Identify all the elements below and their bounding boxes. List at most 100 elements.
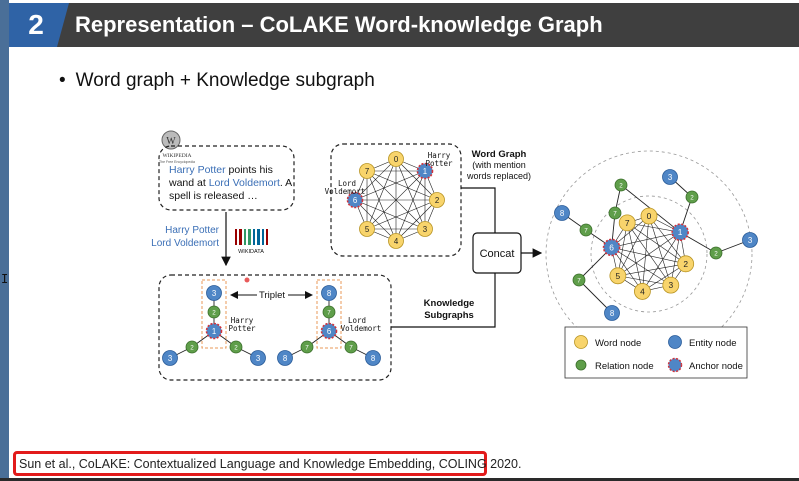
legend-word-swatch <box>574 335 588 349</box>
merged-outer-node-8-label: 2 <box>714 250 718 257</box>
kg-right-relation-right-label: 7 <box>349 344 353 351</box>
kg-right-entity-left: 8 <box>277 350 293 366</box>
merged-edge <box>670 232 681 286</box>
word-graph-box <box>330 143 462 257</box>
kg-right-relation-left: 7 <box>300 340 314 354</box>
bullet-text: Word graph + Knowledge subgraph <box>75 70 375 91</box>
kg-left-entity-top-label: 3 <box>212 289 217 298</box>
merged-outer-node-5: 7 <box>579 223 593 237</box>
merged-node-1-label: 1 <box>678 227 683 237</box>
kg-left-anchor: 1 <box>205 322 223 340</box>
word-graph-edge <box>395 170 426 242</box>
concat-label: Concat <box>480 248 515 260</box>
kg-right-anchor-label: 6 <box>327 327 332 336</box>
word-graph-node-4-label: 4 <box>394 237 399 246</box>
merged-outer-node-9: 7 <box>608 206 622 220</box>
word-graph-node-4: 4 <box>388 233 404 249</box>
wg-label-potter: Potter <box>425 159 453 168</box>
kg-left-entity-top: 3 <box>206 285 222 301</box>
merged-outer-node-1: 2 <box>614 178 628 192</box>
kg-label-harry: Harry <box>231 316 254 325</box>
merged-inner-ring <box>590 195 708 313</box>
word-graph-node-0: 0 <box>388 151 404 167</box>
word-graph-edge <box>366 170 397 242</box>
legend-entity-label: Entity node <box>689 338 737 349</box>
kg-right-entity-top-label: 8 <box>327 289 332 298</box>
merged-edge <box>617 263 686 277</box>
svg-text:The Free Encyclopedia: The Free Encyclopedia <box>159 160 195 164</box>
word-graph-edge <box>366 199 438 230</box>
svg-text:spell is released …: spell is released … <box>169 190 258 202</box>
wg-label-voldemort: Voldemort <box>325 187 366 196</box>
word-graph-edge <box>366 170 438 201</box>
merged-edge <box>626 222 643 292</box>
word-graph-node-7: 7 <box>359 163 375 179</box>
kg-label-potter: Potter <box>228 324 256 333</box>
bottom-bar <box>0 478 799 481</box>
merged-outer-node-5-label: 7 <box>584 227 588 234</box>
merged-node-6-label: 6 <box>609 242 614 252</box>
kg-left-relation-right: 2 <box>229 340 243 354</box>
merged-node-4-label: 4 <box>640 286 645 296</box>
word-graph-edge <box>354 199 426 230</box>
word-graph-edge <box>395 158 426 230</box>
kg-right-relation-label: 7 <box>327 309 331 316</box>
slide-header: 2 Representation – CoLAKE Word-knowledge… <box>9 3 799 47</box>
wg-label-harry: Harry <box>428 151 451 160</box>
triplet-box-right <box>316 279 342 349</box>
text-cursor-icon: I <box>1 272 9 286</box>
word-graph-node-1-label: 1 <box>423 167 427 176</box>
legend-anchor-label: Anchor node <box>689 361 743 372</box>
word-graph-edge <box>366 170 426 230</box>
wg-to-concat-line <box>461 187 496 233</box>
colake-diagram: W WIKIPEDIA The Free Encyclopedia Harry … <box>151 130 758 381</box>
citation-box: Sun et al., CoLAKE: Contextualized Langu… <box>13 451 521 476</box>
merged-outer-node-1-label: 2 <box>619 182 623 189</box>
legend-relation-swatch <box>575 359 587 371</box>
kg-left-entity-right-label: 3 <box>256 354 261 363</box>
cursor-dot <box>244 277 250 283</box>
merged-edge <box>611 231 681 248</box>
merged-edge <box>627 222 686 265</box>
kg-title-2: Subgraphs <box>424 310 474 321</box>
word-graph-node-0-label: 0 <box>394 155 399 164</box>
merged-edge <box>611 247 686 265</box>
word-graph-node-2-label: 2 <box>435 196 439 205</box>
merged-outer-node-8: 2 <box>709 246 723 260</box>
word-graph-node-7-label: 7 <box>365 167 369 176</box>
merged-outer-node-2: 2 <box>685 190 699 204</box>
kg-left-relation: 2 <box>207 305 221 319</box>
kg-right-entity-right-label: 8 <box>371 354 376 363</box>
word-graph-node-5: 5 <box>359 221 375 237</box>
merged-node-5-label: 5 <box>616 271 621 281</box>
sentence-entity-harry: Harry Potter <box>169 164 226 176</box>
word-graph-edge <box>366 158 397 230</box>
kg-left-entity-right: 3 <box>250 350 266 366</box>
sentence-text: Harry Potter points his wand at Lord Vol… <box>168 164 292 202</box>
merged-outer-ring <box>545 150 753 358</box>
merged-node-4: 4 <box>634 283 651 300</box>
slide: 2 Representation – CoLAKE Word-knowledge… <box>9 0 799 478</box>
merged-node-1: 1 <box>671 223 689 242</box>
word-graph-edge <box>354 170 426 201</box>
merged-node-2-label: 2 <box>683 259 688 269</box>
kg-right-relation-right: 7 <box>344 340 358 354</box>
wikidata-logo: WIKIDATA <box>235 229 268 255</box>
word-graph-node-2: 2 <box>429 192 445 208</box>
merged-outer-node-7: 8 <box>604 305 620 321</box>
svg-text:W: W <box>166 136 176 147</box>
merged-node-0-label: 0 <box>647 211 652 221</box>
legend-relation-label: Relation node <box>595 361 654 372</box>
merged-edge <box>611 247 671 286</box>
merged-edge <box>648 215 686 265</box>
word-graph-subtitle-2: words replaced) <box>466 171 531 181</box>
kg-left-relation-left: 2 <box>185 340 199 354</box>
svg-text:WIKIDATA: WIKIDATA <box>238 249 264 255</box>
merged-outer-node-3-label: 3 <box>748 236 753 245</box>
kg-right-relation: 7 <box>322 305 336 319</box>
wikipedia-logo: W WIKIPEDIA The Free Encyclopedia <box>159 130 195 164</box>
merged-outer-node-2-label: 2 <box>690 194 694 201</box>
word-graph-edge <box>354 199 397 242</box>
merged-node-2: 2 <box>677 255 695 273</box>
